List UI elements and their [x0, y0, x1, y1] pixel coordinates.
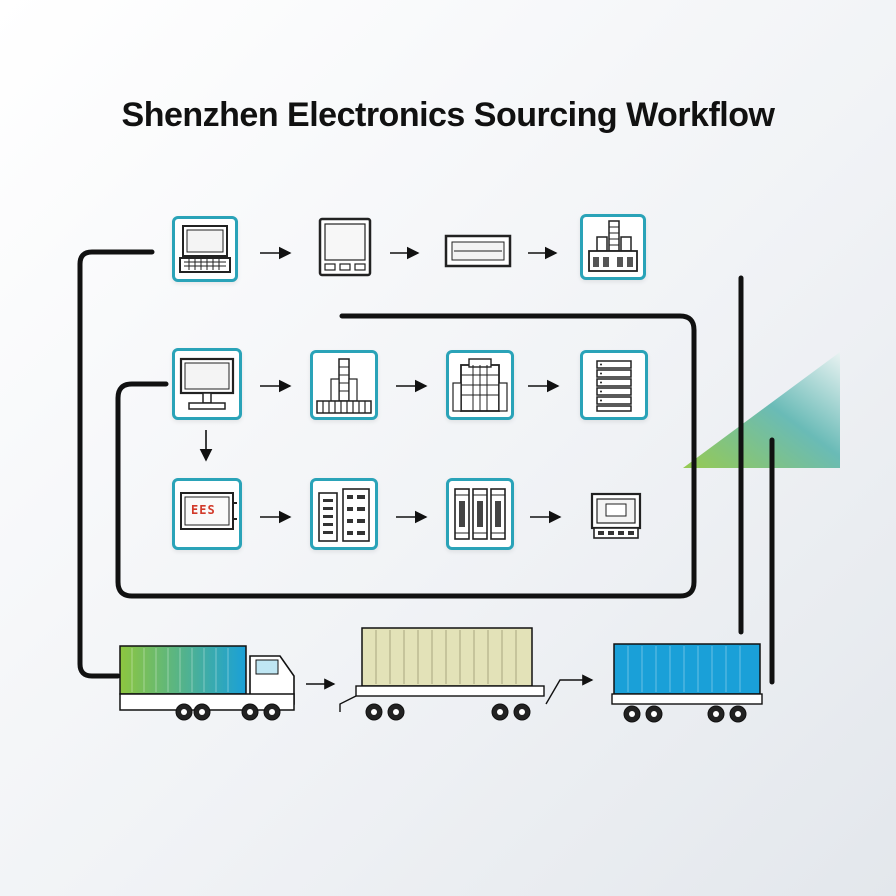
container-truck	[119, 645, 295, 721]
node-laptop	[172, 216, 238, 282]
circuit-board-icon	[444, 234, 512, 268]
server-rack-icon	[596, 360, 632, 412]
container-wagon	[611, 643, 763, 723]
node-terminal	[586, 486, 646, 546]
node-tablet	[312, 216, 378, 282]
monitor-icon	[179, 357, 235, 410]
laptop-icon	[179, 225, 231, 273]
node-circuit-board	[444, 220, 512, 286]
node-monitor	[172, 348, 242, 420]
page-title: Shenzhen Electronics Sourcing Workflow	[121, 96, 775, 134]
factory-icon	[588, 220, 638, 272]
component-cabinet-icon	[318, 488, 370, 542]
tablet-icon	[318, 217, 372, 277]
display-panel-text: EES	[191, 503, 216, 517]
display-panel-icon	[180, 492, 237, 530]
node-component-cabinet	[310, 478, 378, 550]
decorative-gradient-triangle	[683, 352, 840, 468]
rack-cabinet-icon	[454, 488, 506, 540]
office-building-icon	[452, 358, 508, 412]
node-rack-cabinet	[446, 478, 514, 550]
node-city-building	[310, 350, 378, 420]
node-display-panel: EES	[172, 478, 242, 550]
node-factory	[580, 214, 646, 280]
terminal-icon	[590, 492, 642, 539]
inner-loop-line	[115, 313, 697, 599]
node-office-building	[446, 350, 514, 420]
arrow-truck-2	[545, 674, 594, 705]
node-server-rack	[580, 350, 648, 420]
outer-loop-line	[77, 249, 155, 679]
city-building-icon	[316, 358, 372, 414]
trailer-truck	[339, 627, 545, 721]
